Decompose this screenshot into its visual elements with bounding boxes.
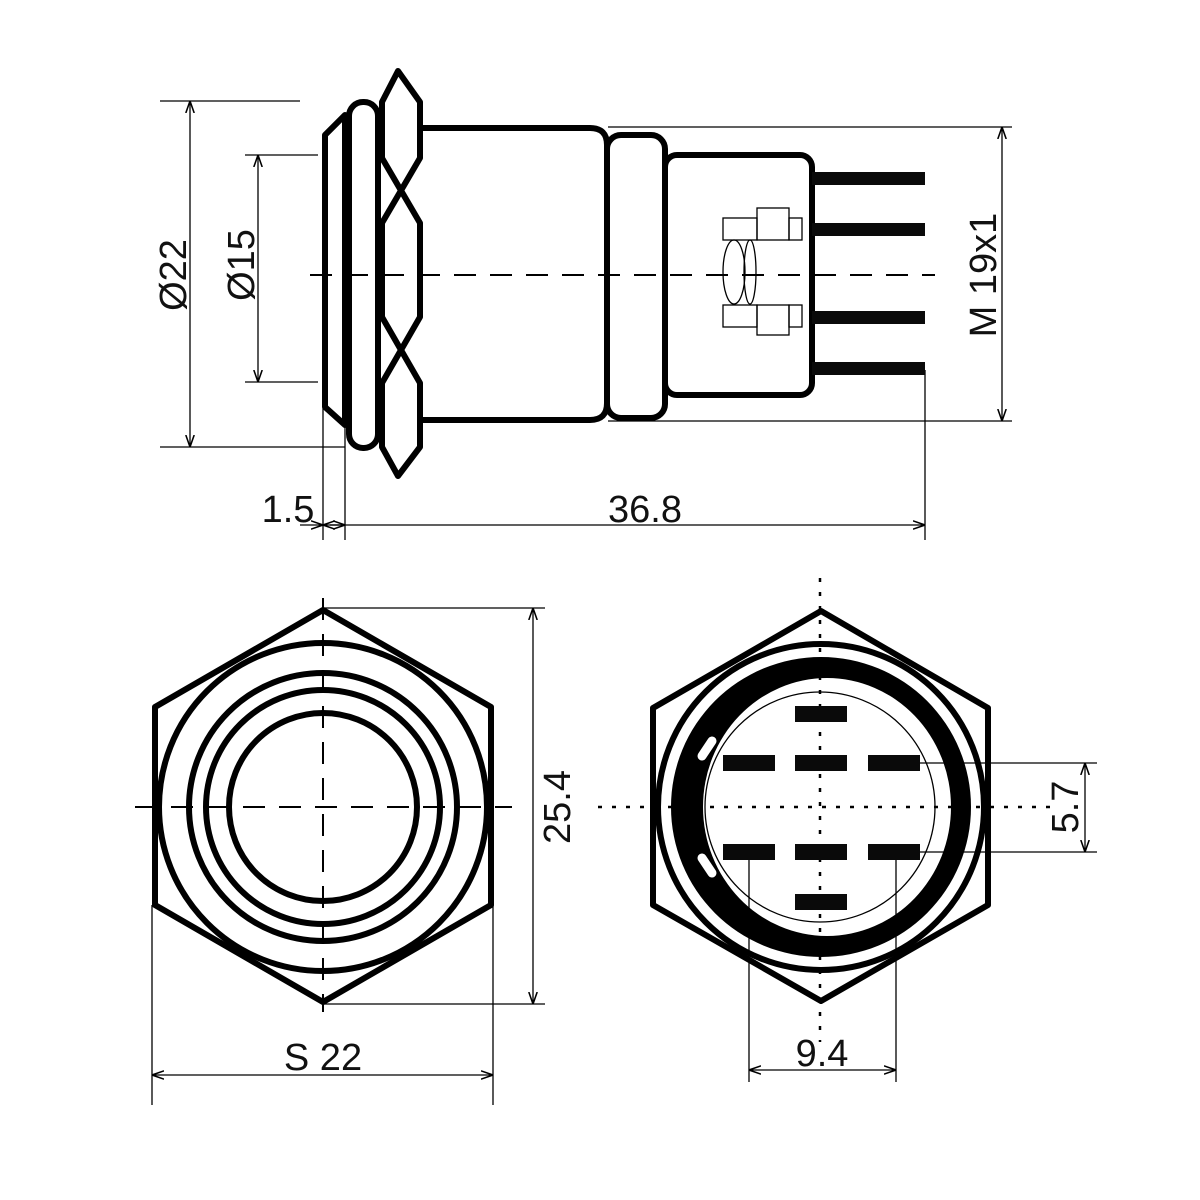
inner-circle xyxy=(704,691,936,923)
pin-array xyxy=(723,706,920,910)
terminal-pins xyxy=(812,172,925,375)
contact-ring xyxy=(671,657,971,957)
label-row-spacing: 5.7 xyxy=(1045,781,1087,834)
extension-lines xyxy=(160,100,1012,540)
label-outer-diameter: Ø22 xyxy=(153,239,195,311)
label-bezel-thickness: 1.5 xyxy=(262,489,315,531)
led-component xyxy=(722,207,803,336)
front-view: 25.4 S 22 xyxy=(135,598,579,1105)
ring-slit-lower xyxy=(697,853,717,878)
locking-ring xyxy=(604,132,668,421)
ring-slit-upper xyxy=(697,736,717,761)
hex-nut xyxy=(379,68,423,479)
bezel xyxy=(322,112,348,428)
rear-housing xyxy=(662,152,815,398)
label-length: 36.8 xyxy=(608,489,682,531)
label-across-corners: 25.4 xyxy=(537,770,579,844)
label-column-spacing: 9.4 xyxy=(796,1033,849,1075)
label-across-flats: S 22 xyxy=(284,1037,362,1079)
outer-ring xyxy=(655,641,987,973)
label-thread: M 19x1 xyxy=(963,213,1005,338)
rear-view: 5.7 9.4 xyxy=(598,578,1097,1082)
side-view: Ø22 Ø15 M 19x1 1.5 36.8 xyxy=(153,68,1012,540)
hex-nut-rear xyxy=(650,608,991,1004)
label-inner-diameter: Ø15 xyxy=(221,229,263,301)
